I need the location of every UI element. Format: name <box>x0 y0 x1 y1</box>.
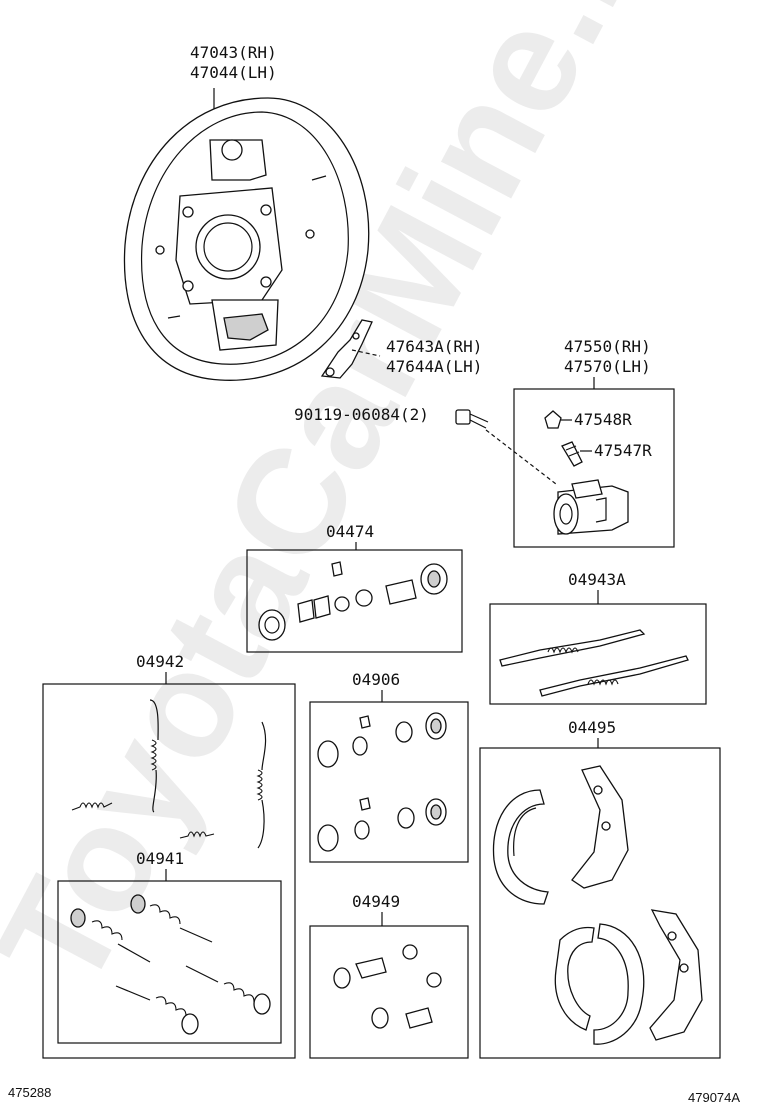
repair-kit-box <box>309 701 469 863</box>
bleeder-plug-drawing <box>561 441 592 467</box>
footer-right-code: 479074A <box>688 1090 740 1105</box>
spring-kit-label[interactable]: 04942 <box>136 652 184 671</box>
wheel-cylinder-box <box>513 388 675 548</box>
bleeder-plug-label[interactable]: 47547R <box>594 441 652 460</box>
cap-drawing <box>544 410 572 429</box>
lever-rh-label: 47643A(RH) <box>386 337 482 356</box>
spring-kit-box <box>42 683 296 1059</box>
wheel-cylinder-lh-label: 47570(LH) <box>564 357 651 376</box>
backing-plate-callout[interactable]: 47043(RH) 47044(LH) <box>190 43 277 112</box>
backing-plate-rh-label: 47043(RH) <box>190 43 277 62</box>
repair-kit-parts-drawing <box>317 712 447 852</box>
hold-down-kit-parts-drawing <box>70 894 271 1035</box>
wheel-cylinder-rh-label: 47550(RH) <box>564 337 651 356</box>
bolt-drawing <box>455 409 557 485</box>
lever-drawing <box>320 319 381 379</box>
hold-down-kit-label[interactable]: 04941 <box>136 849 184 868</box>
backing-plate-drawing <box>123 97 370 381</box>
shoe-set-label[interactable]: 04495 <box>568 718 616 737</box>
shoe-set-box <box>479 747 721 1059</box>
shoe-set-parts-drawing <box>492 765 703 1045</box>
cylinder-kit-label[interactable]: 04474 <box>326 522 374 541</box>
cap-label[interactable]: 47548R <box>574 410 632 429</box>
adjuster-kit-label[interactable]: 04943A <box>568 570 626 589</box>
hold-down-kit-box <box>57 880 282 1044</box>
boot-kit-label[interactable]: 04949 <box>352 892 400 911</box>
cylinder-kit-parts-drawing <box>258 561 448 641</box>
wheel-cylinder-callout[interactable]: 47550(RH) 47570(LH) <box>564 337 651 389</box>
backing-plate-lh-label: 47044(LH) <box>190 63 277 82</box>
adjuster-kit-box <box>489 603 707 705</box>
bolt-callout[interactable]: 90119-06084(2) <box>294 405 429 424</box>
lever-lh-label: 47644A(LH) <box>386 357 482 376</box>
adjuster-kit-parts-drawing <box>499 629 689 697</box>
cylinder-kit-box <box>246 549 463 653</box>
spring-kit-parts-drawing <box>71 699 267 849</box>
bolt-label: 90119-06084(2) <box>294 405 429 424</box>
wheel-cylinder-drawing <box>553 479 629 535</box>
footer-left-code: 475288 <box>8 1085 51 1100</box>
boot-kit-parts-drawing <box>333 944 442 1029</box>
lever-callout[interactable]: 47643A(RH) 47644A(LH) <box>386 337 482 376</box>
repair-kit-label[interactable]: 04906 <box>352 670 400 689</box>
boot-kit-box <box>309 925 469 1059</box>
